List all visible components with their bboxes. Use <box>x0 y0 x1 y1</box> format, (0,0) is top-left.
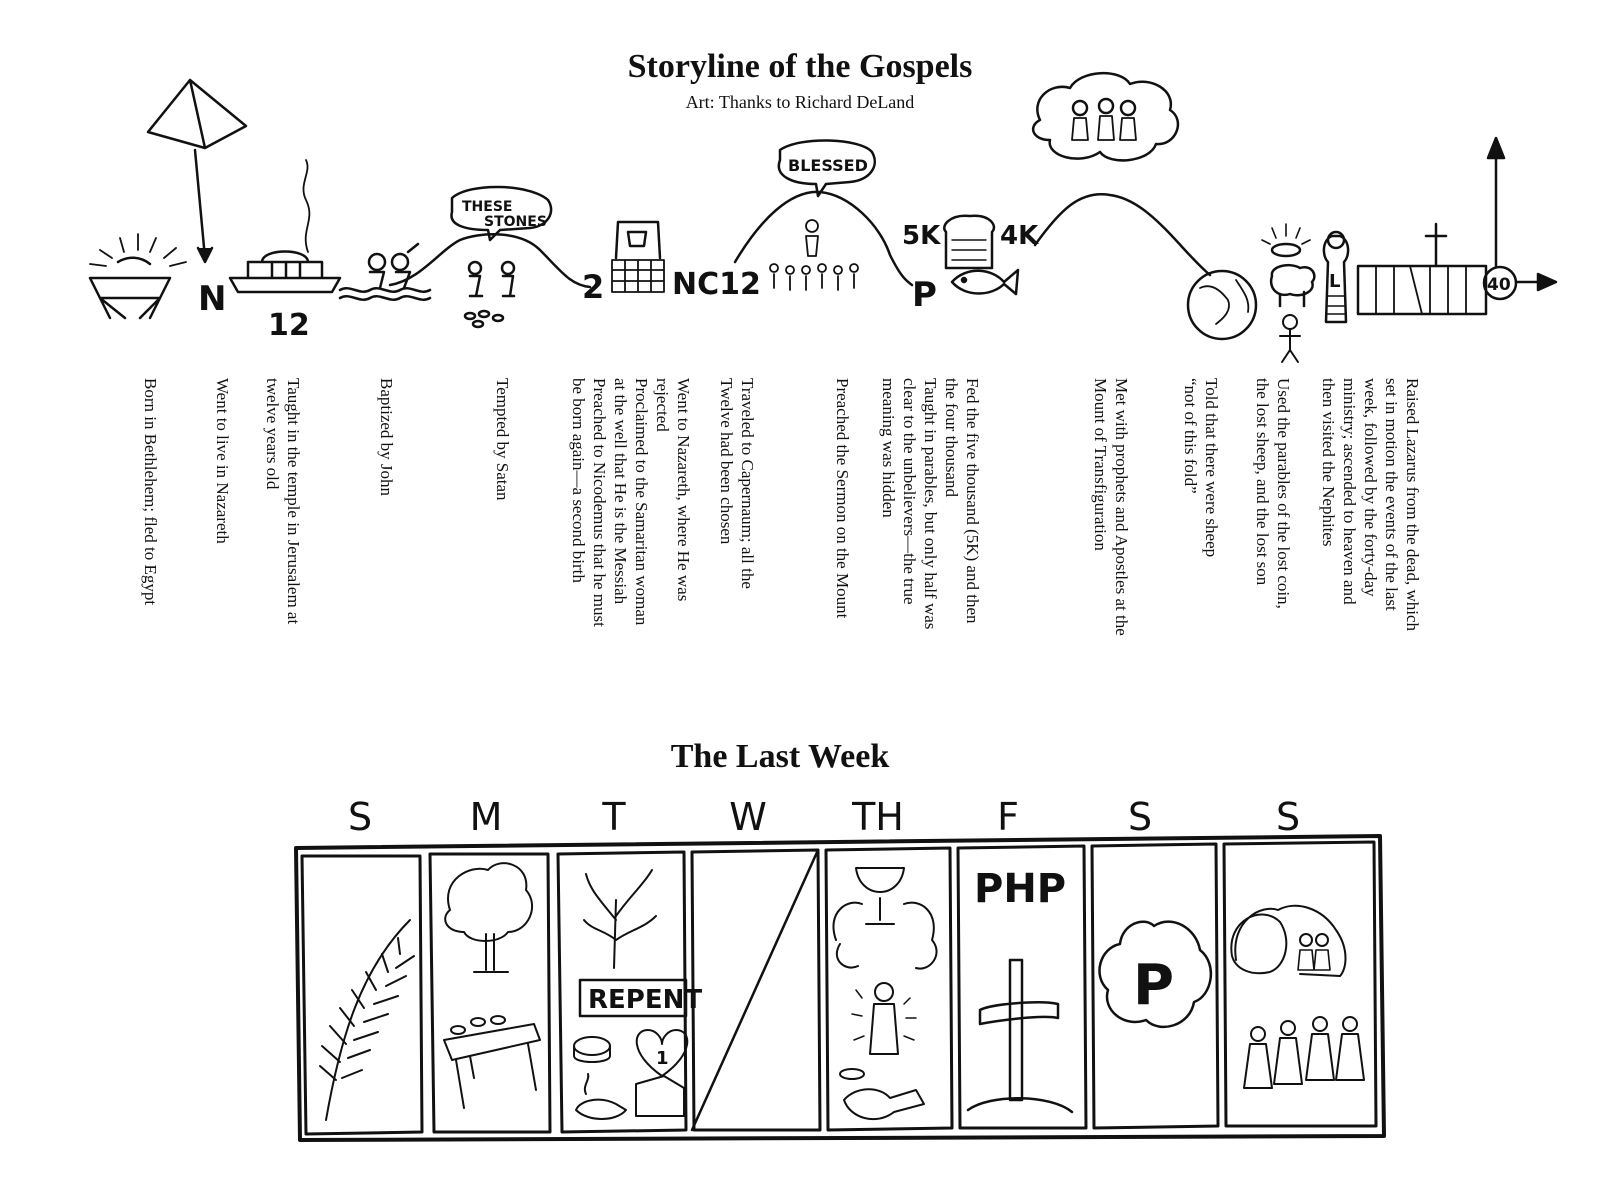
caption-lazarus: Raised Lazarus from the dead, which set … <box>1319 378 1422 632</box>
fish-icon <box>950 268 1020 296</box>
coin-icon <box>573 1036 611 1063</box>
palm-icon <box>319 919 415 1121</box>
women-icon <box>1243 1016 1365 1089</box>
five-k-mark: 5K <box>902 221 941 251</box>
day-label: S <box>1275 795 1301 839</box>
loaf-icon <box>943 214 996 270</box>
repent-sign: REPENT <box>578 978 702 1018</box>
svg-text:P: P <box>1133 953 1174 1018</box>
sheep-icon <box>1269 264 1316 308</box>
tempted-figures <box>463 260 516 329</box>
caption-tempted: Tempted by Satan <box>493 378 512 501</box>
week-box-icon <box>1356 222 1488 316</box>
day-label: T <box>602 795 626 839</box>
php-mark: PHP <box>974 866 1066 912</box>
caption-sermon: Preached the Sermon on the Mount <box>833 378 852 619</box>
tomb-icon <box>1230 904 1347 977</box>
nazareth-mark: N <box>198 279 226 319</box>
table-icon <box>443 1015 541 1109</box>
pyramid-icon <box>146 78 248 264</box>
lazarus-mark: L <box>1329 271 1340 292</box>
garden-trees <box>832 901 938 970</box>
baptism-icon <box>338 242 432 301</box>
caption-capernaum: Traveled to Capernaum; all the Twelve ha… <box>717 378 757 589</box>
lamp-icon <box>575 1073 685 1120</box>
day-label: W <box>729 795 767 839</box>
svg-text:1: 1 <box>656 1048 669 1069</box>
capernaum-mark: NC12 <box>672 267 761 302</box>
day-label: S <box>1127 795 1153 839</box>
page-title: Storyline of the Gospels <box>627 48 973 85</box>
manger-icon <box>88 233 187 320</box>
day-label: M <box>469 795 503 839</box>
svg-text:REPENT: REPENT <box>588 985 702 1015</box>
art-credit: Art: Thanks to Richard DeLand <box>685 92 915 112</box>
withered-tree-icon <box>583 869 657 969</box>
heart-icon: 1 <box>635 1029 689 1077</box>
caption-five-thousand: Fed the five thousand (5K) and then the … <box>879 378 982 630</box>
well-icon <box>611 220 665 293</box>
caption-born: Born in Bethlehem; fled to Egypt <box>141 378 160 606</box>
parable-mark: P <box>912 275 937 315</box>
cana-two-mark: 2 <box>582 268 604 306</box>
day-label: S <box>347 795 373 839</box>
twelve-mark: 12 <box>268 308 310 343</box>
day-label: TH <box>852 795 904 839</box>
day-label: F <box>997 795 1019 839</box>
caption-rejected: Went to Nazareth, where He was rejected … <box>569 378 693 627</box>
tree-icon <box>444 862 533 973</box>
caption-other-sheep: Told that there were sheep “not of this … <box>1181 378 1221 558</box>
caption-nazareth: Went to live in Nazareth <box>213 378 232 544</box>
svg-text:BLESSED: BLESSED <box>788 156 868 175</box>
svg-text:THESE: THESE <box>462 199 512 215</box>
p-circle: P <box>1098 920 1213 1029</box>
cloud-icon <box>1031 71 1180 162</box>
cross-icon <box>966 958 1074 1114</box>
last-week-title: The Last Week <box>670 738 890 775</box>
betrayal-icon <box>839 1068 925 1121</box>
sheep-person-icon <box>1279 314 1301 363</box>
caption-baptized: Baptized by John <box>377 378 396 497</box>
svg-text:40: 40 <box>1487 275 1511 295</box>
caption-parables: Used the parables of the lost coin, the … <box>1253 378 1293 609</box>
praying-figure-icon <box>851 982 917 1055</box>
four-k-mark: 4K <box>1000 221 1039 251</box>
stones-bubble: THESE STONES <box>450 185 553 242</box>
cup-icon <box>855 867 905 925</box>
globe-icon <box>1186 269 1258 341</box>
crowd-icon <box>769 219 859 291</box>
lazarus-icon <box>1322 230 1350 324</box>
caption-transfiguration: Met with prophets and Apostles at the Mo… <box>1091 378 1131 636</box>
svg-text:STONES: STONES <box>484 214 547 230</box>
coin-icon <box>1261 223 1311 258</box>
blessed-bubble: BLESSED <box>777 139 876 198</box>
caption-temple: Taught in the temple in Jerusalem at twe… <box>263 378 303 625</box>
temple-icon <box>228 159 342 294</box>
